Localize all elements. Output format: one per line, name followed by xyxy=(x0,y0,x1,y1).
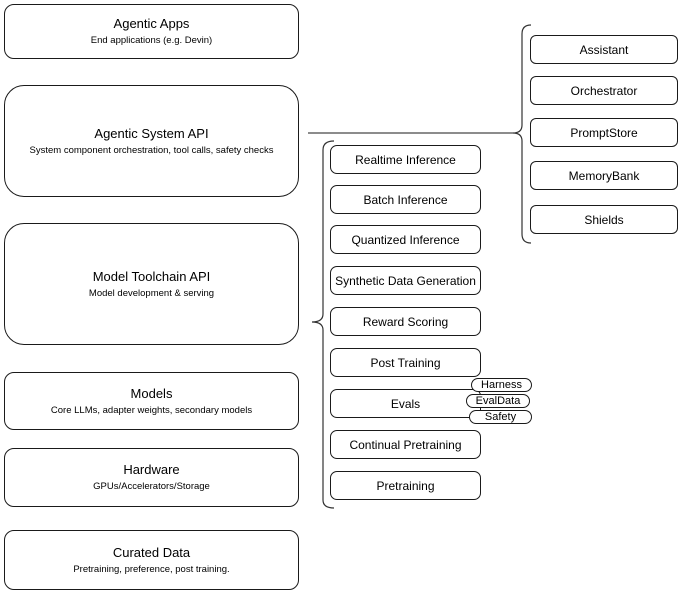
node-models: Models Core LLMs, adapter weights, secon… xyxy=(4,372,299,430)
node-title: Agentic Apps xyxy=(113,16,190,31)
node-title: Model Toolchain API xyxy=(92,268,211,284)
tag-harness: Harness xyxy=(471,378,532,392)
node-title: Models xyxy=(130,385,173,401)
toolchain-item-batch-inference: Batch Inference xyxy=(330,185,481,214)
component-memorybank: MemoryBank xyxy=(530,161,678,190)
component-promptstore: PromptStore xyxy=(530,118,678,147)
node-title: Hardware xyxy=(123,462,180,477)
tag-safety: Safety xyxy=(469,410,532,424)
node-hardware: Hardware GPUs/Accelerators/Storage xyxy=(4,448,299,507)
toolchain-item-pretraining: Pretraining xyxy=(330,471,481,500)
component-shields: Shields xyxy=(530,205,678,234)
toolchain-item-post-training: Post Training xyxy=(330,348,481,377)
node-subtitle: System component orchestration, tool cal… xyxy=(29,144,274,156)
component-orchestrator: Orchestrator xyxy=(530,76,678,105)
toolchain-item-reward-scoring: Reward Scoring xyxy=(330,307,481,336)
node-subtitle: Model development & serving xyxy=(88,287,215,299)
node-title: Curated Data xyxy=(112,544,191,560)
component-assistant: Assistant xyxy=(530,35,678,64)
node-agentic-system-api: Agentic System API System component orch… xyxy=(4,85,299,197)
brace-toolchain xyxy=(311,140,335,509)
toolchain-item-continual-pretraining: Continual Pretraining xyxy=(330,430,481,459)
node-curated-data: Curated Data Pretraining, preference, po… xyxy=(4,530,299,590)
toolchain-item-quantized-inference: Quantized Inference xyxy=(330,225,481,254)
toolchain-item-realtime-inference: Realtime Inference xyxy=(330,145,481,174)
tag-evaldata: EvalData xyxy=(466,394,530,408)
brace-system-components xyxy=(512,24,532,244)
node-agentic-apps: Agentic Apps End applications (e.g. Devi… xyxy=(4,4,299,59)
node-subtitle: Pretraining, preference, post training. xyxy=(73,563,230,575)
node-subtitle: GPUs/Accelerators/Storage xyxy=(93,481,210,492)
node-subtitle: End applications (e.g. Devin) xyxy=(90,35,213,46)
toolchain-item-evals: Evals xyxy=(330,389,481,418)
node-subtitle: Core LLMs, adapter weights, secondary mo… xyxy=(50,404,253,416)
node-title: Agentic System API xyxy=(94,125,209,141)
toolchain-item-synthetic-data-generation: Synthetic Data Generation xyxy=(330,266,481,295)
node-model-toolchain-api: Model Toolchain API Model development & … xyxy=(4,223,299,345)
